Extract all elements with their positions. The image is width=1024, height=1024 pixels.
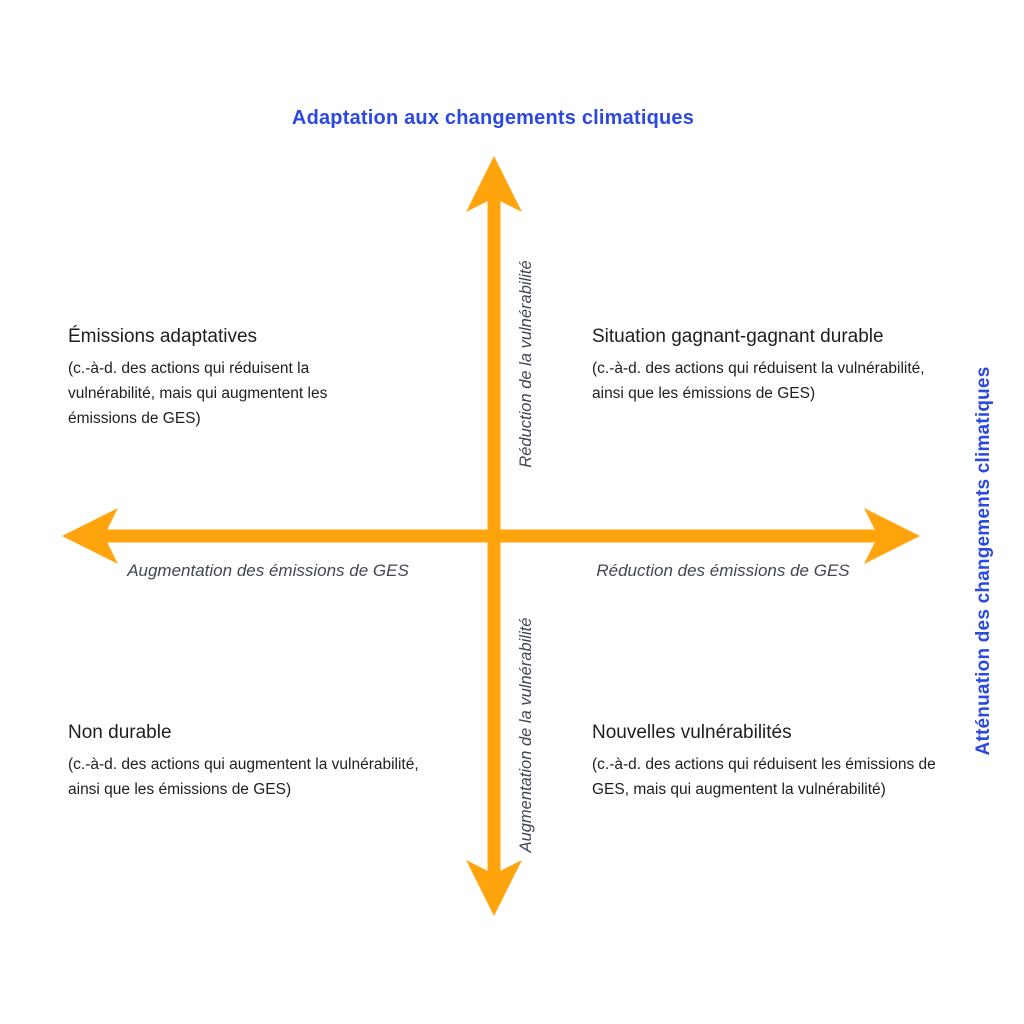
- horizontal-axis-right-label: Réduction des émissions de GES: [596, 561, 850, 580]
- vertical-axis-arrow: [466, 156, 522, 916]
- quadrant-bottom-right: Nouvelles vulnérabilités (c.-à-d. des ac…: [592, 722, 954, 802]
- quadrant-top-right-description: (c.-à-d. des actions qui réduisent la vu…: [592, 360, 925, 402]
- right-axis-title: Atténuation des changements climatiques: [973, 366, 994, 756]
- quadrant-top-left-description: (c.-à-d. des actions qui réduisent la vu…: [68, 360, 328, 427]
- quadrant-top-left: Émissions adaptatives (c.-à-d. des actio…: [68, 326, 370, 431]
- vertical-axis-top-label: Réduction de la vulnérabilité: [517, 260, 535, 468]
- quadrant-bottom-left: Non durable (c.-à-d. des actions qui aug…: [68, 722, 424, 802]
- down-arrowhead-icon: [466, 860, 522, 916]
- right-arrowhead-icon: [864, 508, 920, 564]
- quadrant-bottom-left-heading: Non durable: [68, 722, 172, 743]
- left-arrowhead-icon: [62, 508, 118, 564]
- quadrant-top-right-heading: Situation gagnant-gagnant durable: [592, 326, 884, 347]
- quadrant-bottom-right-heading: Nouvelles vulnérabilités: [592, 722, 792, 743]
- vertical-axis-bottom-label: Augmentation de la vulnérabilité: [517, 617, 535, 853]
- quadrant-bottom-left-description: (c.-à-d. des actions qui augmentent la v…: [68, 756, 419, 798]
- quadrant-bottom-right-description: (c.-à-d. des actions qui réduisent les é…: [592, 756, 936, 798]
- diagram-title: Adaptation aux changements climatiques: [291, 107, 695, 129]
- horizontal-axis-left-label: Augmentation des émissions de GES: [127, 561, 409, 580]
- up-arrowhead-icon: [466, 156, 522, 212]
- quadrant-top-right: Situation gagnant-gagnant durable (c.-à-…: [592, 326, 948, 406]
- quadrant-top-left-heading: Émissions adaptatives: [68, 326, 258, 347]
